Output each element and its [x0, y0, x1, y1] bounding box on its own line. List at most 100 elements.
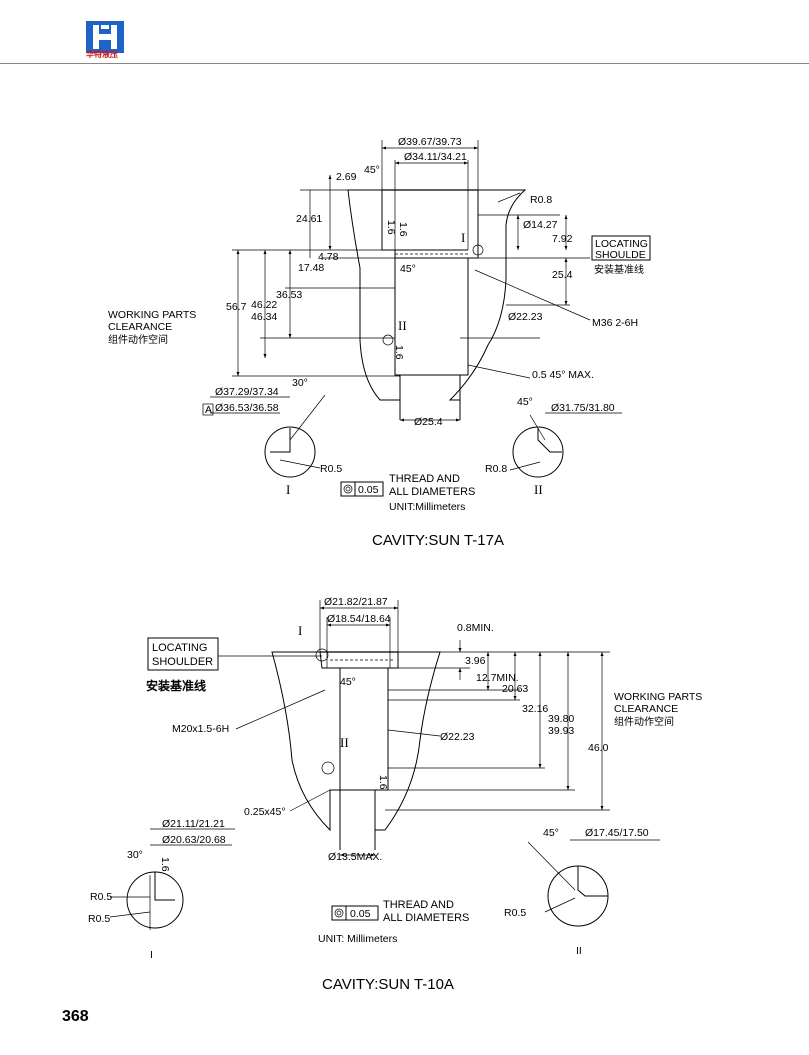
t10a-drawing: Ø21.82/21.87 Ø18.54/18.64 I 45° II 1.6 0… [88, 596, 702, 993]
t10a-dim-right-7: 39.93 [548, 725, 574, 737]
t10a-detail-II-dim-3: R0.5 [504, 907, 526, 919]
t17a-label-I: I [461, 230, 465, 245]
t10a-dim-right-5: 32.16 [522, 703, 548, 715]
t10a-working-zh: 组件动作空间 [614, 715, 674, 728]
t17a-detail-II-radius: R0.8 [485, 463, 507, 475]
t17a-locating-2: SHOULDE [595, 249, 646, 261]
t17a-dim-left-1: 2.69 [336, 171, 357, 183]
technical-drawings: Ø39.67/39.73 Ø34.11/34.21 2.69 45° 24.61… [88, 136, 702, 993]
t10a-detail-I-dim-2: Ø20.63/20.68 [162, 834, 226, 846]
t17a-dim-left-4: 1.6 [385, 220, 397, 235]
t17a-label-II: II [398, 318, 407, 333]
t10a-working-1: WORKING PARTS [614, 691, 702, 703]
t10a-tolerance: 0.05 [350, 908, 371, 920]
t10a-detail-I-dim-4: 1.6 [159, 857, 171, 872]
t17a-dim-top-2: Ø34.11/34.21 [404, 151, 467, 163]
t10a-working-2: CLEARANCE [614, 703, 678, 715]
t17a-detail-I-radius: R0.5 [320, 463, 342, 475]
t10a-tolerance-frame [331, 905, 379, 921]
t17a-dim-top-1: Ø39.67/39.73 [398, 136, 462, 148]
t10a-label-1.6: 1.6 [377, 775, 389, 790]
t10a-dim-right-9: Ø22.23 [440, 731, 475, 743]
t10a-note-2: ALL DIAMETERS [383, 912, 469, 924]
t17a-dim-left-8: 36.53 [276, 289, 302, 301]
t10a-dim-right-3: 12.7MIN. [476, 672, 519, 684]
t17a-dim-left-10: 46.22 [251, 299, 277, 311]
t17a-dim-right-5: M36 2-6H [592, 317, 638, 329]
t17a-dim-bottom-1: Ø37.29/37.34 [215, 386, 279, 398]
t17a-locating-1: LOCATING [595, 238, 648, 250]
t17a-dim-bottom-2: Ø36.53/36.58 [215, 402, 279, 414]
t17a-dim-right-3: 7.92 [552, 233, 573, 245]
t10a-locating-zh: 安装基准线 [146, 678, 206, 693]
t10a-bottom-dim: Ø13.5MAX. [328, 851, 382, 863]
t17a-dim-right-4: 25.4 [552, 269, 573, 281]
t10a-title: CAVITY:SUN T-10A [322, 976, 454, 993]
t17a-dim-left-11: 46.34 [251, 311, 277, 323]
t17a-dim-right-1: R0.8 [530, 194, 552, 206]
t17a-detail-I-circle [264, 426, 316, 478]
t17a-dim-bottom-3: 30° [292, 377, 308, 389]
t17a-dim-right-2: Ø14.27 [523, 219, 558, 231]
t10a-chamfer: 0.25x45° [244, 806, 286, 818]
t17a-tolerance-frame [340, 481, 384, 497]
t17a-dim-bottom-6: Ø31.75/31.80 [551, 402, 615, 414]
t10a-detail-II-dim-2: Ø17.45/17.50 [585, 827, 649, 839]
t10a-note-3: UNIT: Millimeters [318, 933, 397, 945]
t17a-dim-left-3: 24.61 [296, 213, 322, 225]
t17a-locating-zh: 安装基准线 [594, 263, 644, 276]
t10a-detail-II-dim-1: 45° [543, 827, 559, 839]
t10a-detail-I-dim-1: Ø21.11/21.21 [162, 818, 225, 830]
t10a-label-I: I [298, 623, 302, 638]
t17a-working-2: CLEARANCE [108, 321, 172, 333]
t10a-label-45: 45° [340, 676, 356, 688]
t17a-note-1: THREAD AND [389, 473, 460, 485]
t17a-working-1: WORKING PARTS [108, 309, 196, 321]
t17a-body-right [448, 189, 527, 401]
t17a-locating-box [591, 235, 651, 261]
header-divider [0, 63, 809, 64]
t10a-dim-right-4: 20.63 [502, 683, 528, 695]
t17a-dim-bottom-5: 45° [517, 396, 533, 408]
t10a-detail-I-dim-3: 30° [127, 849, 143, 861]
t10a-label-II: II [340, 735, 349, 750]
t17a-detail-II-label: II [534, 482, 543, 497]
t17a-dim-left-2: 45° [364, 164, 380, 176]
page-number: 368 [62, 1008, 89, 1025]
t17a-tolerance: 0.05 [358, 484, 379, 496]
t17a-dim-bottom-4: Ø25.4 [414, 416, 443, 428]
t10a-dim-top-2: Ø18.54/18.64 [327, 613, 391, 625]
t17a-note-2: ALL DIAMETERS [389, 486, 475, 498]
t17a-detail-II-circle [512, 426, 564, 478]
t10a-locating-1: LOCATING [152, 642, 207, 654]
t17a-label-45: 45° [400, 263, 416, 275]
t17a-dim-left-9: 56.7 [226, 301, 247, 313]
t17a-drawing: Ø39.67/39.73 Ø34.11/34.21 2.69 45° 24.61… [108, 136, 651, 549]
t10a-note-1: THREAD AND [383, 899, 454, 911]
t17a-working-zh: 组件动作空间 [108, 333, 168, 346]
t17a-label-1.6: 1.6 [393, 345, 405, 360]
t17a-detail-I-label: I [286, 482, 290, 497]
t17a-dim-left-6: 4.78 [318, 251, 339, 263]
t10a-dim-right-6: 39.80 [548, 713, 574, 725]
t17a-datum: A [205, 404, 212, 416]
t10a-dim-right-8: 46.0 [588, 742, 609, 754]
t10a-body-right [374, 651, 441, 831]
t10a-body-left [271, 651, 341, 832]
t17a-dim-left-7: 17.48 [298, 262, 324, 274]
t17a-dim-left-5: 1.6 [397, 222, 409, 237]
t17a-dim-right-6: Ø22.23 [508, 311, 543, 323]
t10a-detail-II-label: II [576, 945, 582, 957]
t10a-locating-2: SHOULDER [152, 656, 213, 668]
brand-name: 华特液压 [86, 50, 118, 59]
t17a-dim-right-7: 0.5 45° MAX. [532, 369, 594, 381]
t17a-note-3: UNIT:Millimeters [389, 501, 465, 513]
t17a-title: CAVITY:SUN T-17A [372, 532, 504, 549]
t10a-detail-I-dim-6: R0.5 [88, 913, 110, 925]
t10a-locating-box [147, 637, 219, 671]
t10a-detail-I-dim-5: R0.5 [90, 891, 112, 903]
t10a-thread: M20x1.5-6H [172, 723, 229, 735]
t10a-dim-top-1: Ø21.82/21.87 [324, 596, 388, 608]
t10a-detail-I-label: I [150, 949, 153, 961]
